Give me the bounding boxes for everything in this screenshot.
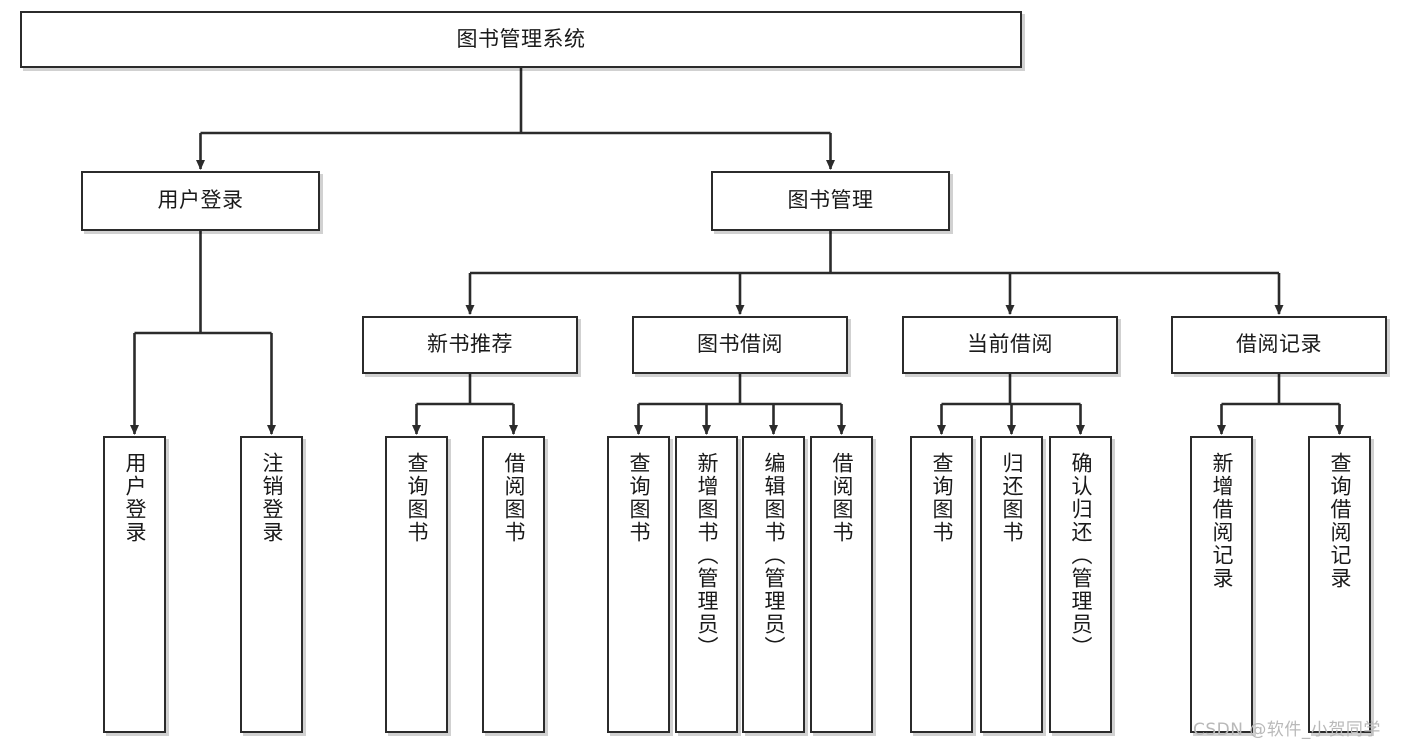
node-leaf-cur-return[interactable]: 归还图书 [980,436,1043,733]
node-label: 借阅图书 [502,452,526,544]
node-label: 查询图书 [405,452,429,544]
node-label: 图书借阅 [697,332,783,357]
node-label: 新书推荐 [427,332,513,357]
node-book-borrow[interactable]: 图书借阅 [632,316,848,374]
node-label: 新增图书（管理员） [695,452,719,659]
node-leaf-rec-search[interactable]: 查询借阅记录 [1308,436,1371,733]
node-new-book-rec[interactable]: 新书推荐 [362,316,578,374]
node-label: 确认归还（管理员） [1069,452,1093,659]
edge-group [130,68,1344,435]
node-label: 用户登录 [123,452,147,544]
node-label: 图书管理 [787,188,874,213]
node-label: 查询借阅记录 [1328,452,1352,590]
node-leaf-borrow-edit[interactable]: 编辑图书（管理员） [742,436,805,733]
node-label: 当前借阅 [967,332,1053,357]
node-leaf-rec-borrow[interactable]: 借阅图书 [482,436,545,733]
node-leaf-rec-query[interactable]: 查询图书 [385,436,448,733]
node-leaf-borrow-add[interactable]: 新增图书（管理员） [675,436,738,733]
node-label: 编辑图书（管理员） [762,452,786,659]
node-current-borrow[interactable]: 当前借阅 [902,316,1118,374]
node-leaf-borrow-query[interactable]: 查询图书 [607,436,670,733]
node-label: 归还图书 [1000,452,1024,544]
node-leaf-rec-add[interactable]: 新增借阅记录 [1190,436,1253,733]
node-leaf-cur-confirm[interactable]: 确认归还（管理员） [1049,436,1112,733]
node-label: 借阅记录 [1236,332,1322,357]
node-label: 查询图书 [930,452,954,544]
node-book-manage[interactable]: 图书管理 [711,171,950,231]
node-root[interactable]: 图书管理系统 [20,11,1022,68]
node-label: 用户登录 [157,188,244,213]
node-borrow-record[interactable]: 借阅记录 [1171,316,1387,374]
node-label: 图书管理系统 [456,26,586,51]
node-leaf-user-login[interactable]: 用户登录 [103,436,166,733]
csdn-watermark: CSDN @软件_小贺同学 [1193,720,1381,740]
node-leaf-user-logout[interactable]: 注销登录 [240,436,303,733]
node-user-login[interactable]: 用户登录 [81,171,320,231]
node-label: 新增借阅记录 [1210,452,1234,590]
node-leaf-cur-query[interactable]: 查询图书 [910,436,973,733]
node-label: 查询图书 [627,452,651,544]
node-label: 注销登录 [260,452,284,544]
node-label: 借阅图书 [830,452,854,544]
node-leaf-borrow-lend[interactable]: 借阅图书 [810,436,873,733]
